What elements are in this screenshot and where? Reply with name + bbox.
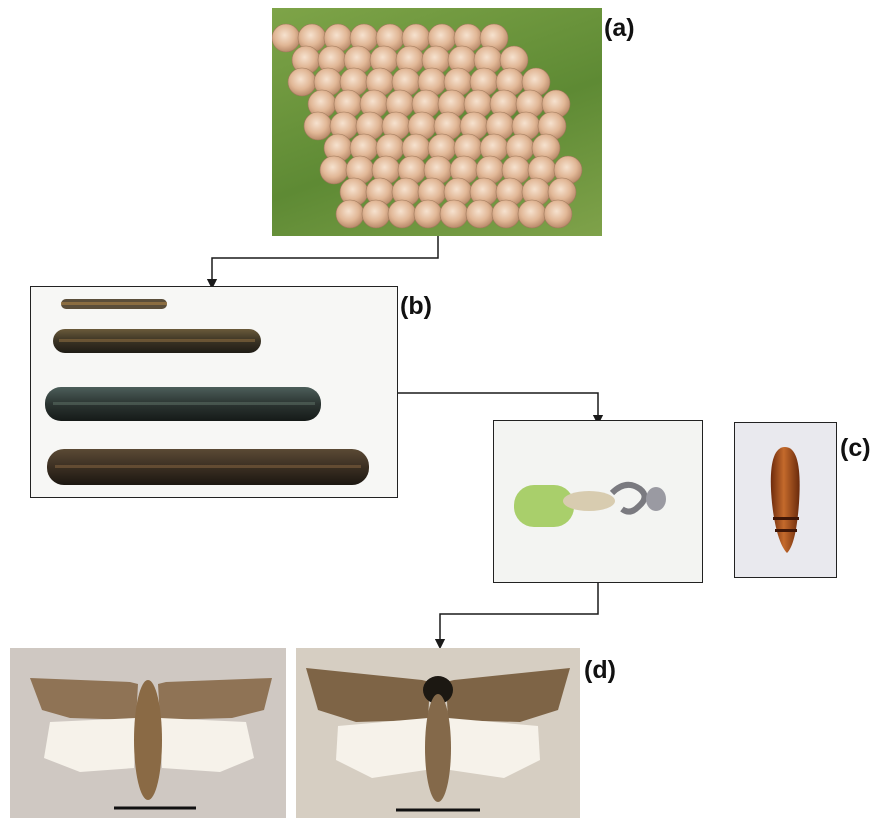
egg	[466, 200, 494, 228]
egg	[388, 200, 416, 228]
arrow-a-to-b	[212, 236, 438, 284]
pupa-photo	[734, 422, 837, 578]
moth-image-2	[296, 648, 580, 818]
label-pupae: (c)	[840, 436, 871, 461]
label-eggs: (a)	[604, 16, 635, 41]
larvae-photo	[30, 286, 398, 498]
egg-cluster	[272, 8, 602, 236]
larva-instars	[31, 287, 397, 497]
egg	[320, 156, 348, 184]
egg	[544, 200, 572, 228]
egg	[362, 200, 390, 228]
moth-image-1	[10, 648, 286, 818]
egg	[440, 200, 468, 228]
egg	[272, 24, 300, 52]
egg-mass-photo	[272, 8, 602, 236]
prepupa-image	[494, 421, 702, 582]
arrow-c-to-d	[440, 583, 598, 644]
egg	[492, 200, 520, 228]
pupa-image	[735, 423, 836, 577]
egg	[288, 68, 316, 96]
adult-moth-photo-2	[296, 648, 580, 818]
arrow-b-to-c	[398, 393, 598, 420]
egg	[518, 200, 546, 228]
label-adults: (d)	[584, 658, 616, 683]
egg	[414, 200, 442, 228]
prepupa-photo	[493, 420, 703, 583]
adult-moth-photo-1	[10, 648, 286, 818]
label-larvae: (b)	[400, 294, 432, 319]
egg	[336, 200, 364, 228]
egg	[304, 112, 332, 140]
